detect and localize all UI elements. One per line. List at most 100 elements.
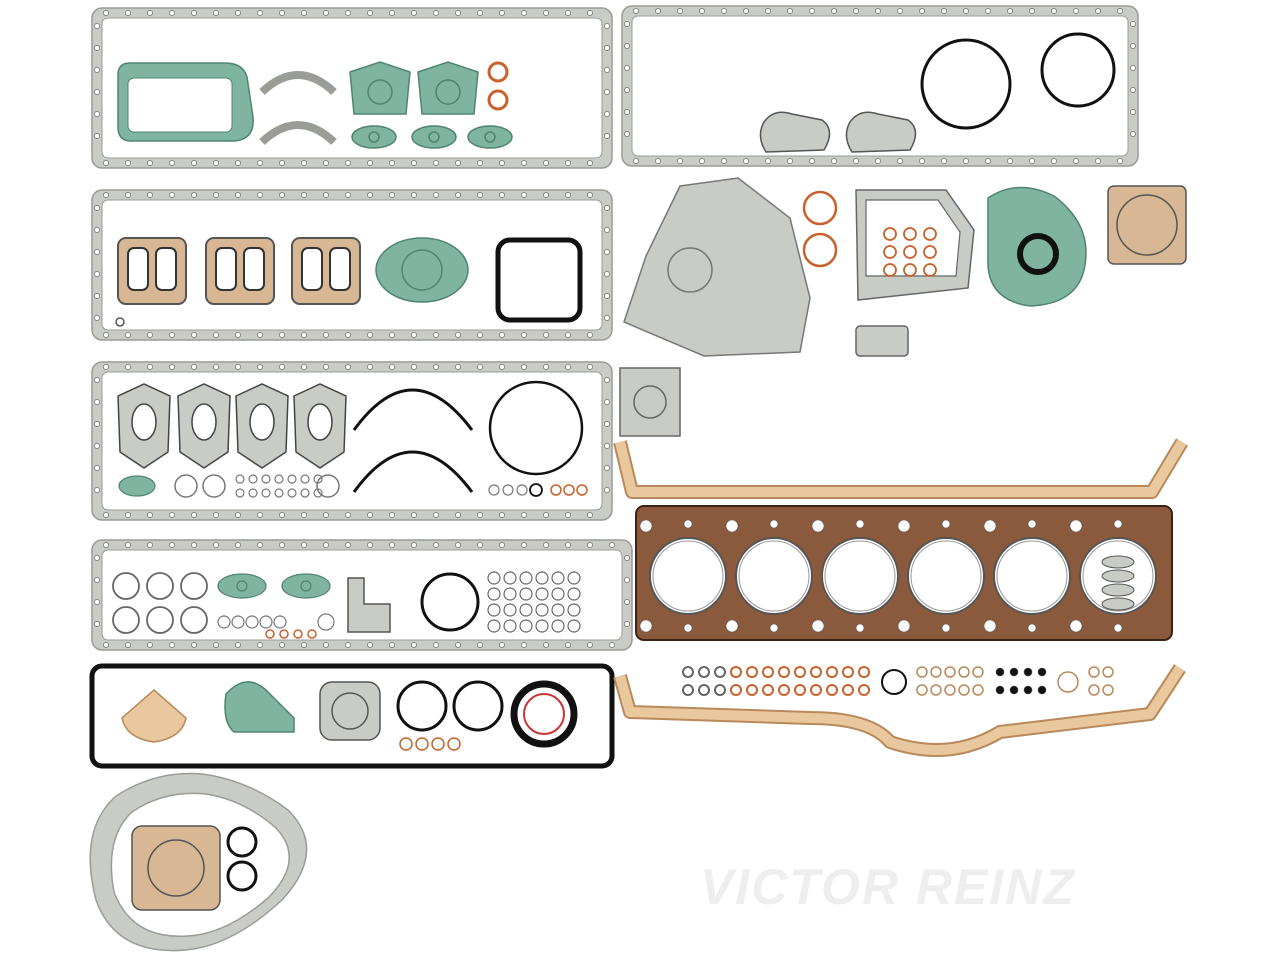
valve-stem-seal: [794, 684, 806, 696]
head-gasket-water-hole: [769, 623, 779, 633]
oil-pan-frame-gasket-bolt-hole: [787, 158, 793, 164]
square-flange-bore: [331, 692, 369, 730]
injector-gasket: [1101, 597, 1135, 611]
valve-cover-gasket-3-bolt-hole: [455, 364, 461, 370]
small-seal-ring-grid: [535, 571, 549, 585]
tiny-seal-ring: [287, 488, 297, 498]
small-seal-ring: [217, 615, 231, 629]
valve-cover-gasket-2-bolt-hole: [367, 332, 373, 338]
valve-stem-seal: [762, 684, 774, 696]
valve-cover-gasket-2-bolt-hole: [94, 271, 100, 277]
oil-pan-frame-gasket-bolt-hole: [831, 8, 837, 14]
end-plate-gasket: [623, 177, 811, 357]
small-seal-ring-grid: [487, 587, 501, 601]
valve-cover-gasket-2-bolt-hole: [191, 332, 197, 338]
small-seal-ring: [259, 615, 273, 629]
tiny-seal-ring: [516, 484, 528, 496]
oil-pan-frame-gasket-bolt-hole: [875, 8, 881, 14]
seal-ring: [174, 474, 198, 498]
valve-cover-gasket-3-bolt-hole: [587, 364, 593, 370]
rocker-cover-gasket-bolt-hole: [301, 642, 307, 648]
valve-cover-gasket-3-bolt-hole: [604, 377, 610, 383]
medium-seal-ring: [180, 572, 208, 600]
copper-washer: [802, 232, 838, 268]
oil-pan-frame-gasket-bolt-hole: [743, 158, 749, 164]
rocker-cover-gasket-bolt-hole: [279, 642, 285, 648]
valve-cover-gasket-3-bolt-hole: [213, 512, 219, 518]
valve-cover-gasket-2-bolt-hole: [169, 192, 175, 198]
valve-cover-gasket-1-bolt-hole: [301, 160, 307, 166]
small-copper-ring-grid: [883, 227, 897, 241]
head-gasket-water-hole: [1027, 519, 1037, 529]
exhaust-port: [191, 403, 217, 441]
valve-cover-gasket-2-bolt-hole: [125, 192, 131, 198]
rocker-cover-gasket-bolt-hole: [213, 542, 219, 548]
valve-cover-gasket-1-bolt-hole: [499, 10, 505, 16]
small-seal-ring-grid: [567, 587, 581, 601]
rocker-cover-gasket-bolt-hole: [455, 542, 461, 548]
fibre-washer: [972, 684, 984, 696]
exhaust-manifold-gasket-0: [117, 383, 171, 469]
head-gasket-bolt-hole: [639, 519, 653, 533]
valve-stem-seal: [858, 666, 870, 678]
head-gasket-water-hole: [1113, 519, 1123, 529]
valve-cover-gasket-1-bolt-hole: [521, 160, 527, 166]
black-seal: [1009, 685, 1019, 695]
oil-pan-frame-gasket-bolt-hole: [919, 8, 925, 14]
valve-stem-seal: [858, 684, 870, 696]
small-copper-ring: [447, 737, 461, 751]
bearing-shell-top: [259, 71, 337, 95]
rocker-cover-gasket-bolt-hole: [191, 542, 197, 548]
head-gasket-water-hole: [769, 519, 779, 529]
valve-cover-gasket-2-bolt-hole: [455, 332, 461, 338]
head-gasket-fire-ring: [652, 540, 724, 612]
intake-port-left: [127, 247, 149, 291]
valve-cover-gasket-1-bolt-hole: [94, 67, 100, 73]
valve-cover-gasket-3-bolt-hole: [455, 512, 461, 518]
valve-cover-gasket-1-bolt-hole: [604, 89, 610, 95]
black-seal: [995, 667, 1005, 677]
valve-stem-seal: [730, 684, 742, 696]
oil-pan-frame-gasket-bolt-hole: [1007, 8, 1013, 14]
small-seal-ring-grid: [519, 571, 533, 585]
rocker-cover-gasket-bolt-hole: [433, 642, 439, 648]
head-gasket-bolt-hole: [1069, 519, 1083, 533]
valve-cover-gasket-2-bolt-hole: [604, 315, 610, 321]
valve-cover-gasket-2-bolt-hole: [587, 332, 593, 338]
small-seal-ring-grid: [503, 587, 517, 601]
intake-port-right: [243, 247, 265, 291]
rocker-cover-gasket-bolt-hole: [367, 642, 373, 648]
valve-cover-gasket-3-bolt-hole: [279, 512, 285, 518]
valve-stem-seal: [698, 666, 710, 678]
medium-seal-ring: [146, 606, 174, 634]
oil-pan-frame-gasket-bolt-hole: [897, 158, 903, 164]
valve-cover-gasket-2-bolt-hole: [565, 332, 571, 338]
oil-pan-frame-gasket-bolt-hole: [1130, 109, 1136, 115]
valve-cover-gasket-1-bolt-hole: [125, 160, 131, 166]
tiny-seal-ring: [287, 474, 297, 484]
valve-cover-gasket-2-bolt-hole: [191, 192, 197, 198]
valve-cover-gasket-2-bolt-hole: [604, 293, 610, 299]
fibre-washer: [1088, 684, 1100, 696]
valve-cover-gasket-2-bolt-hole: [94, 315, 100, 321]
valve-cover-gasket-3-bolt-hole: [323, 364, 329, 370]
valve-cover-gasket-1-bolt-hole: [543, 160, 549, 166]
valve-cover-gasket-1-bolt-hole: [323, 160, 329, 166]
valve-cover-gasket-2-bolt-hole: [301, 332, 307, 338]
valve-cover-gasket-3-bolt-hole: [213, 364, 219, 370]
valve-cover-gasket-2-bolt-hole: [125, 332, 131, 338]
valve-stem-seal: [810, 666, 822, 678]
valve-cover-gasket-1-bolt-hole: [604, 67, 610, 73]
valve-cover-gasket-1-bolt-hole: [604, 111, 610, 117]
valve-cover-gasket-1-bolt-hole: [279, 160, 285, 166]
tiny-seal-ring: [248, 488, 258, 498]
valve-cover-gasket-1-bolt-hole: [587, 160, 593, 166]
seal-ring: [316, 474, 340, 498]
head-gasket-bolt-hole: [897, 519, 911, 533]
oil-pan-frame-gasket-bolt-hole: [919, 158, 925, 164]
manifold-gasket-port: [435, 79, 461, 105]
head-gasket-bolt-hole: [983, 619, 997, 633]
valve-cover-gasket-3-bolt-hole: [543, 364, 549, 370]
valve-stem-seal: [778, 684, 790, 696]
valve-cover-gasket-1-bolt-hole: [433, 10, 439, 16]
